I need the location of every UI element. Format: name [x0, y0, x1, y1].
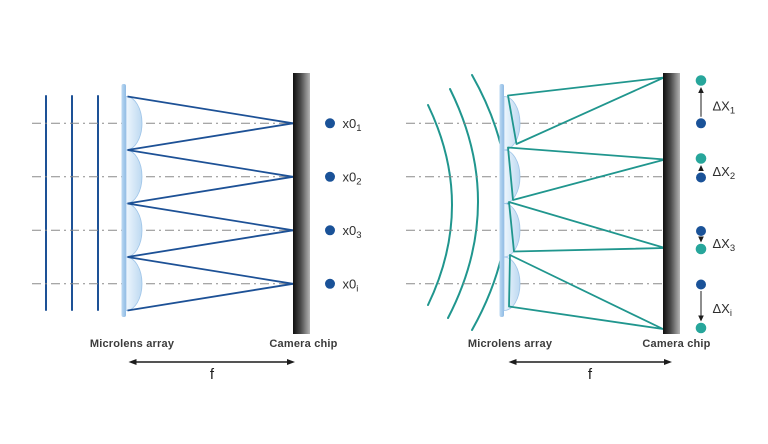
displaced-spot-dot-4	[695, 322, 707, 334]
focal-arrowhead-right	[664, 359, 672, 365]
spot-displacement-pair-1: ΔX1	[695, 75, 736, 129]
focal-length-label: f	[210, 366, 215, 383]
camera-chip-bar	[293, 73, 310, 334]
tilted-ray-cone-4	[508, 254, 664, 330]
focal-length-label: f	[588, 366, 593, 383]
reference-spot-dot-4	[696, 279, 706, 290]
tilted-ray-cone-1	[507, 76, 665, 145]
microlens-4	[125, 256, 143, 311]
microlens-3	[125, 203, 143, 258]
reference-spot-dot-1	[696, 118, 706, 129]
camera-chip-bar	[663, 73, 680, 334]
displaced-spot-dot-1	[695, 75, 707, 86]
displacement-arrowhead	[698, 165, 704, 171]
spot-label: x02	[343, 169, 362, 187]
spot-displacement-pair-4: ΔXi	[695, 279, 732, 334]
spot-label: x0i	[343, 276, 359, 294]
ray-bottom-1	[127, 122, 294, 151]
microlens-array-label: Microlens array	[468, 338, 553, 350]
spot-displacement-pair-3: ΔX3	[695, 226, 736, 255]
ray-top-4	[127, 256, 294, 285]
microlens-4	[503, 256, 521, 311]
displacement-arrowhead	[698, 236, 704, 243]
spot-label: ΔXi	[713, 301, 732, 319]
ray-bottom-3	[127, 229, 294, 258]
spot-label: ΔX1	[713, 99, 736, 117]
reference-spot-dot-4	[325, 278, 335, 289]
reference-spot-dot-2	[696, 172, 706, 183]
spot-label: ΔX3	[713, 236, 736, 254]
spot-label: x01	[343, 116, 362, 134]
reference-spot-dot-3	[696, 226, 706, 236]
microlens-array-bar	[499, 84, 504, 317]
displacement-arrowhead	[698, 315, 704, 322]
microlens-1	[125, 96, 143, 151]
reference-spot-dot-1	[325, 118, 335, 129]
reference-spot-dot-3	[325, 225, 335, 236]
spot-label: ΔX2	[713, 164, 736, 182]
camera-chip-label: Camera chip	[269, 338, 337, 350]
focal-arrowhead-right	[287, 359, 295, 365]
microlens-2	[125, 149, 143, 204]
tilted-ray-cone-3	[508, 201, 666, 253]
curved-wavefront-line-2	[447, 88, 479, 319]
focal-arrowhead-left	[128, 359, 137, 365]
ray-bottom-4	[127, 282, 294, 312]
ray-bottom-2	[127, 175, 294, 205]
ray-top-1	[127, 95, 294, 125]
spot-displacement-pair-2: ΔX2	[695, 153, 736, 183]
curved-wavefront-line-1	[427, 104, 453, 306]
microlens-array-bar	[121, 84, 126, 317]
microlens-array-label: Microlens array	[90, 338, 175, 350]
ray-top-3	[127, 202, 294, 232]
camera-chip-label: Camera chip	[642, 338, 710, 350]
spot-label: x03	[343, 223, 362, 241]
reference-spot-dot-2	[325, 171, 335, 182]
displaced-spot-dot-2	[695, 153, 707, 164]
focal-arrowhead-left	[508, 359, 517, 365]
displacement-arrowhead	[698, 87, 704, 93]
tilted-ray-cone-2	[507, 146, 666, 201]
ray-top-2	[127, 149, 294, 178]
displaced-spot-dot-3	[695, 243, 707, 255]
